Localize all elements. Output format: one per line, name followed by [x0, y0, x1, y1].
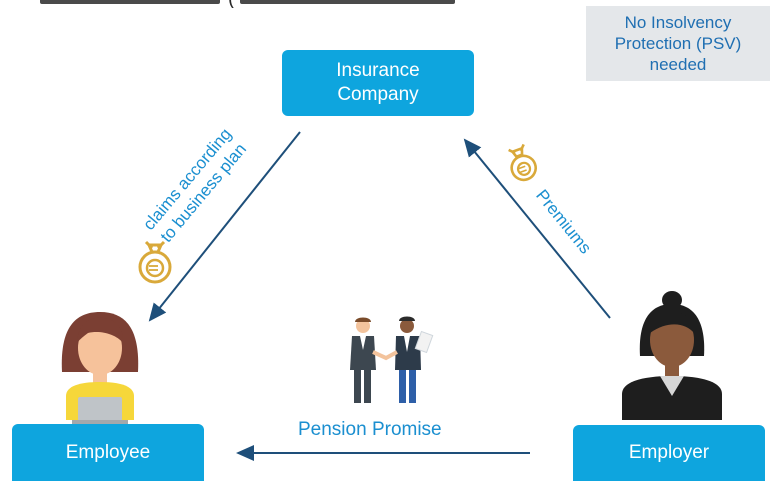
note-line-2: Protection (PSV)	[614, 34, 742, 53]
header-cutoff: (	[0, 0, 470, 8]
female-employer-icon	[622, 291, 722, 420]
employee-node: Employee	[12, 424, 204, 481]
note-line-3: needed	[649, 55, 707, 74]
money-bag-euro-icon	[138, 240, 172, 284]
premiums-arrow	[463, 138, 611, 319]
female-employee-icon	[61, 312, 139, 424]
insurance-company-node: Insurance Company	[282, 50, 474, 116]
insurance-line-2: Company	[337, 84, 419, 105]
header-cutoff-text: (	[228, 0, 235, 8]
employer-node: Employer	[573, 425, 765, 481]
claims-arrow	[148, 131, 301, 322]
insolvency-note: No Insolvency Protection (PSV) needed	[586, 6, 770, 81]
handshake-icon	[350, 316, 434, 403]
money-bag-euro-icon	[508, 143, 537, 182]
pension-promise-label: Pension Promise	[298, 419, 442, 440]
note-line-1: No Insolvency	[624, 13, 732, 32]
insurance-line-1: Insurance	[336, 60, 420, 81]
